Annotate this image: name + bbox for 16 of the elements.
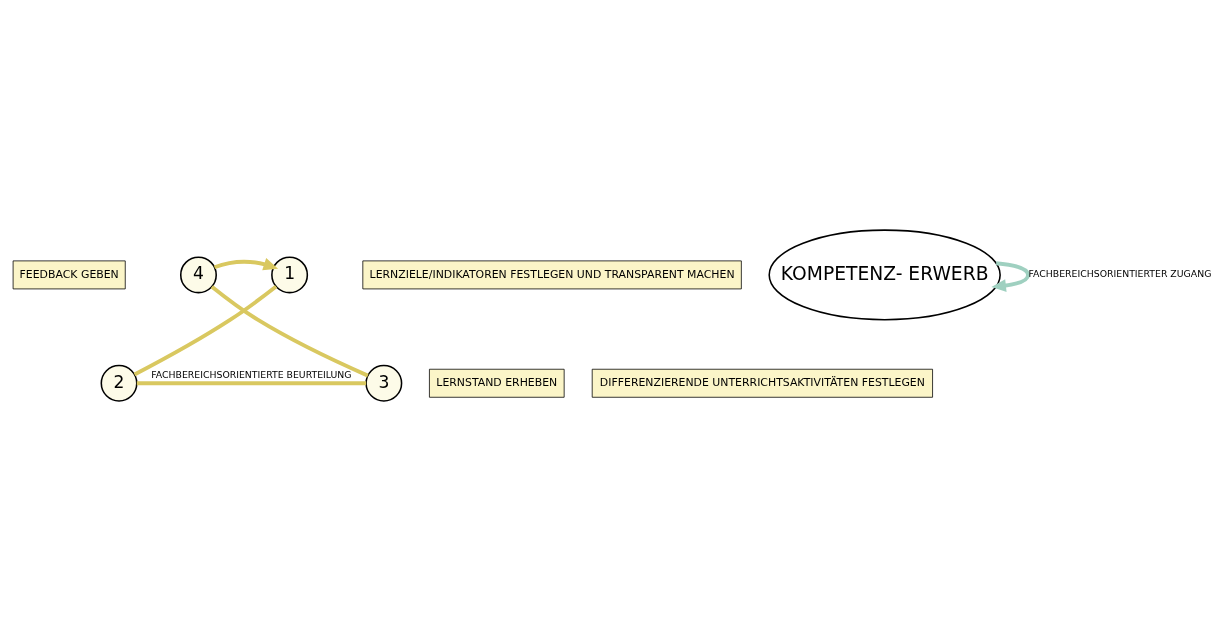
node-circle: 3 xyxy=(365,364,403,402)
connector xyxy=(133,284,278,376)
node-box: LERNZIELE/INDIKATOREN FESTLEGEN UND TRANSPARENT MACHEN xyxy=(362,260,742,289)
node-circle: 1 xyxy=(271,255,309,293)
node-box: DIFFERENZIERENDE UNTERRICHTSAKTIVITÄTEN FESTLEGEN xyxy=(591,368,933,398)
arrow xyxy=(991,260,1031,292)
connector xyxy=(210,284,369,377)
node-circle: 2 xyxy=(100,364,138,402)
node-circle: 4 xyxy=(179,255,217,293)
edge-label: FACHBEREICHSORIENTIERTE BEURTEILUNG xyxy=(151,368,352,380)
edge-label: FACHBEREICHSORIENTIERTER ZUGANG xyxy=(1028,267,1212,279)
node-box: FEEDBACK GEBEN xyxy=(12,260,126,289)
node-ellipse: KOMPETENZ- ERWERB xyxy=(768,228,1001,320)
arrow xyxy=(213,257,279,270)
connector xyxy=(136,380,367,385)
node-box: LERNSTAND ERHEBEN xyxy=(429,368,565,398)
